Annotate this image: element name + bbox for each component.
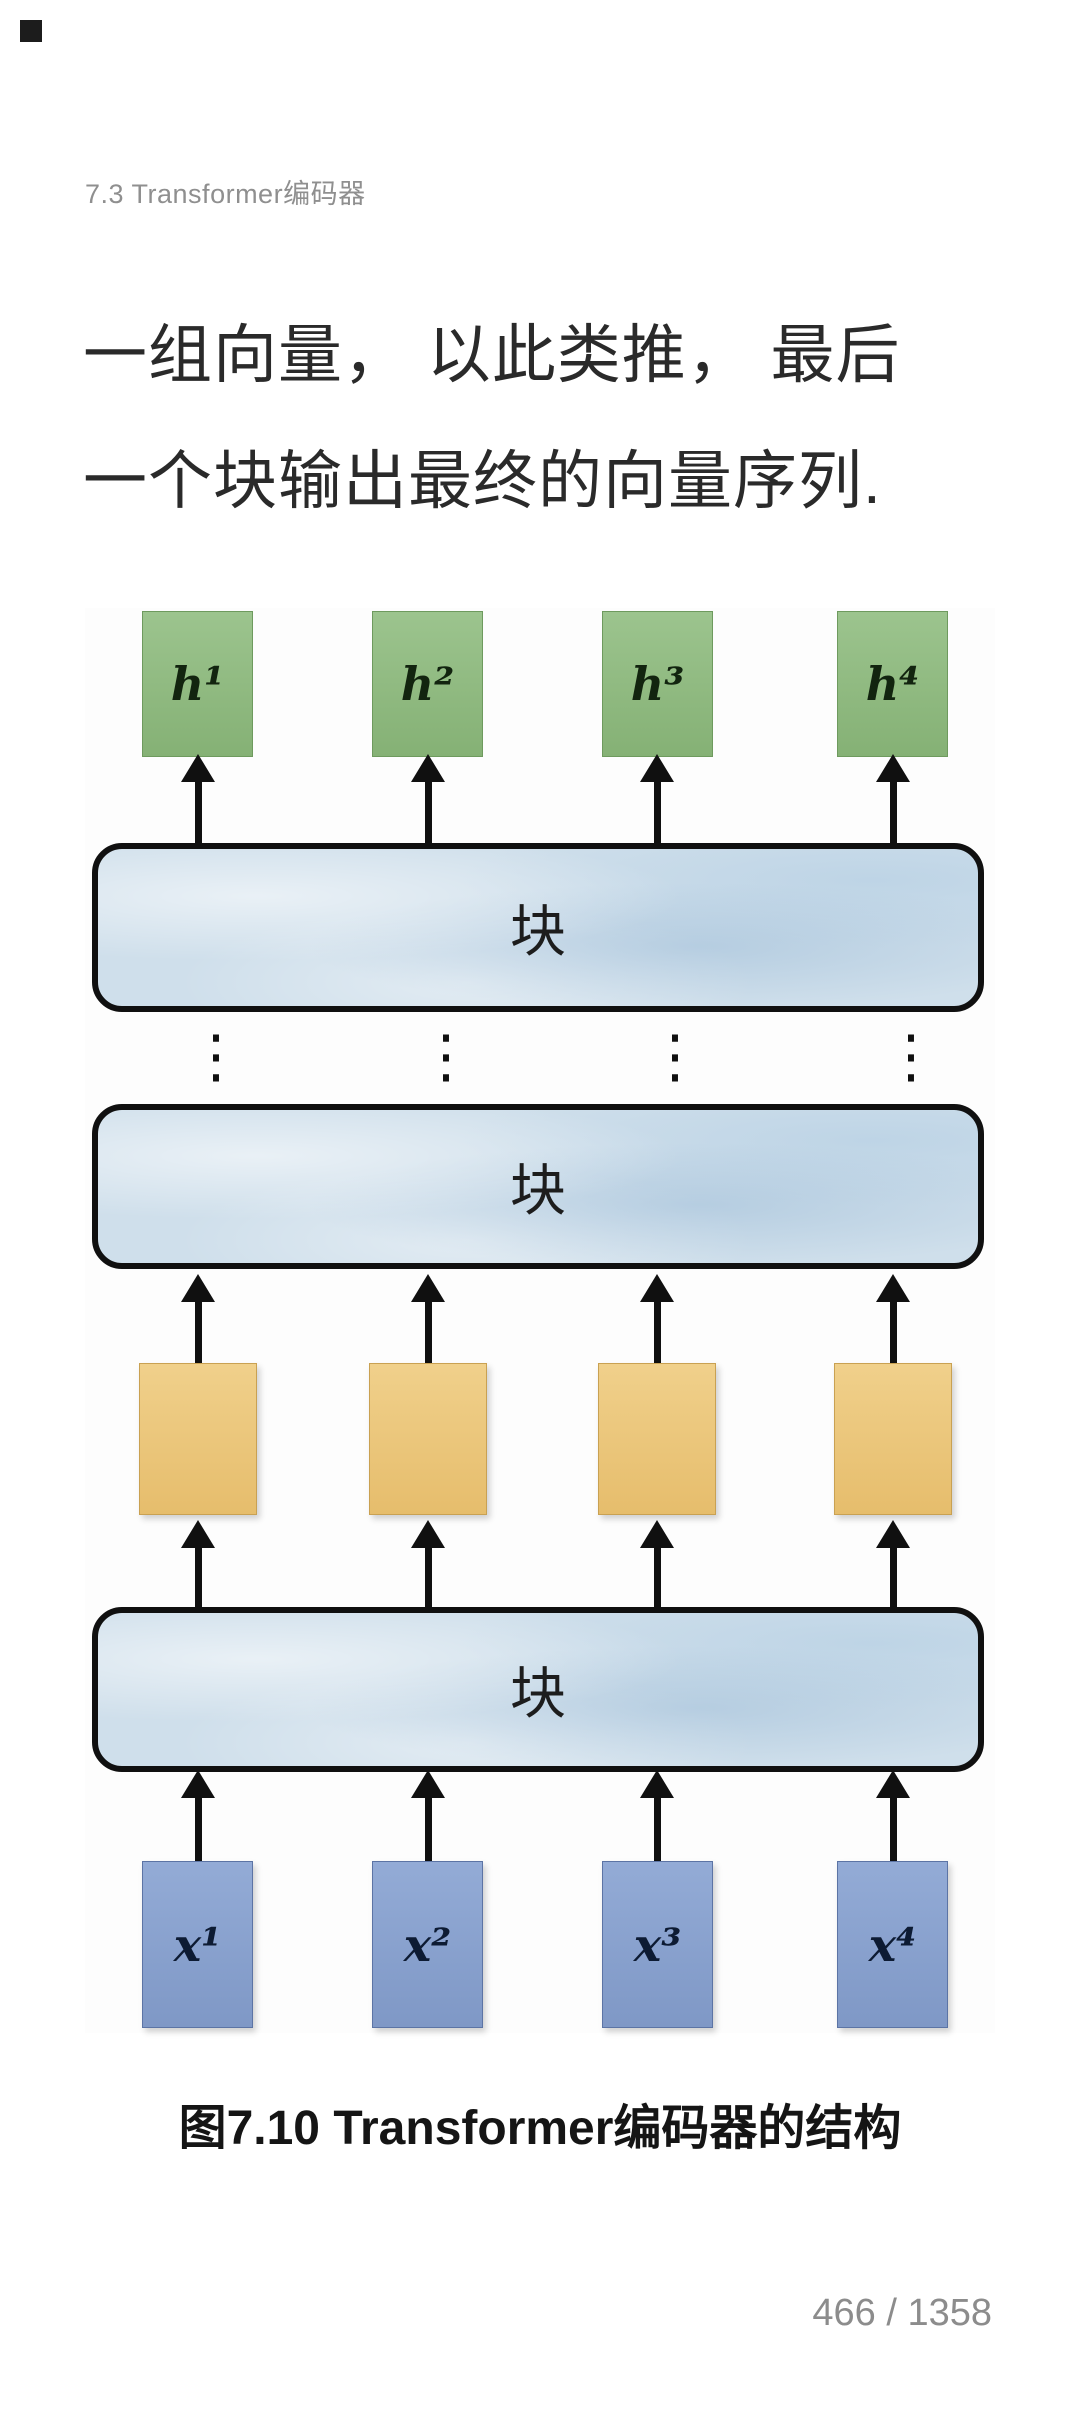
vertical-ellipsis: ⋮	[417, 1022, 475, 1090]
chapter-breadcrumb: 7.3 Transformer编码器	[85, 179, 366, 209]
transformer-encoder-figure: h¹ h² h³ h⁴ 块 ⋮ ⋮ ⋮ ⋮ 块	[85, 608, 995, 2033]
intermediate-vector-box	[139, 1363, 257, 1515]
input-vector-box: x³	[602, 1861, 713, 2028]
status-icon	[20, 20, 42, 42]
arrow-up-icon	[640, 754, 674, 846]
arrow-up-icon	[181, 754, 215, 846]
output-vector-box: h¹	[142, 611, 253, 757]
encoder-block: 块	[92, 1104, 984, 1269]
input-vector-box: x⁴	[837, 1861, 948, 2028]
arrow-up-icon	[411, 1520, 445, 1610]
input-vector-label: x¹	[173, 1917, 222, 1972]
output-vector-box: h⁴	[837, 611, 948, 757]
arrow-up-icon	[876, 1274, 910, 1366]
figure-caption: 图7.10 Transformer编码器的结构	[178, 2102, 902, 2155]
arrow-up-icon	[181, 1274, 215, 1366]
encoder-block: 块	[92, 1607, 984, 1772]
arrow-up-icon	[876, 754, 910, 846]
input-vector-box: x¹	[142, 1861, 253, 2028]
intermediate-vector-box	[598, 1363, 716, 1515]
encoder-block-label: 块	[510, 1159, 566, 1224]
vertical-ellipsis: ⋮	[646, 1022, 704, 1090]
encoder-block-label: 块	[510, 900, 566, 965]
input-vector-label: x³	[633, 1917, 682, 1972]
output-vector-label: h²	[400, 657, 455, 711]
page-indicator: 466 / 1358	[812, 2292, 992, 2334]
input-vector-label: x²	[403, 1917, 452, 1972]
arrow-up-icon	[181, 1520, 215, 1610]
arrow-up-icon	[181, 1770, 215, 1864]
intermediate-vector-box	[834, 1363, 952, 1515]
encoder-block-label: 块	[510, 1662, 566, 1727]
vertical-ellipsis: ⋮	[187, 1022, 245, 1090]
arrow-up-icon	[640, 1520, 674, 1610]
output-vector-label: h¹	[170, 657, 225, 711]
arrow-up-icon	[876, 1770, 910, 1864]
arrow-up-icon	[640, 1770, 674, 1864]
arrow-up-icon	[411, 754, 445, 846]
intermediate-vector-box	[369, 1363, 487, 1515]
body-paragraph: 一组向量， 以此类推， 最后 一个块输出最终的向量序列.	[83, 319, 901, 517]
arrow-up-icon	[411, 1770, 445, 1864]
output-vector-box: h³	[602, 611, 713, 757]
output-vector-box: h²	[372, 611, 483, 757]
vertical-ellipsis: ⋮	[882, 1022, 940, 1090]
arrow-up-icon	[640, 1274, 674, 1366]
input-vector-label: x⁴	[868, 1917, 917, 1972]
arrow-up-icon	[876, 1520, 910, 1610]
arrow-up-icon	[411, 1274, 445, 1366]
input-vector-box: x²	[372, 1861, 483, 2028]
output-vector-label: h⁴	[865, 657, 920, 711]
output-vector-label: h³	[630, 657, 685, 711]
encoder-block: 块	[92, 843, 984, 1012]
